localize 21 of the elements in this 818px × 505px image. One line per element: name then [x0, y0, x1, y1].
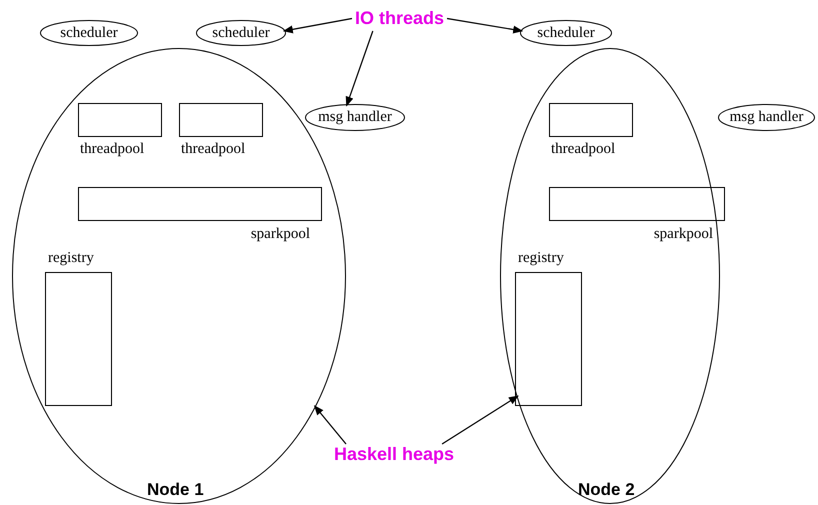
thread-label: msg handler: [318, 109, 392, 125]
box-label: threadpool: [551, 141, 616, 157]
arrow: [446, 18, 524, 34]
thread-label: scheduler: [537, 25, 595, 41]
annotation-label: Haskell heaps: [334, 444, 454, 464]
arrow: [314, 405, 346, 444]
box-label: registry: [48, 250, 94, 266]
box-label: threadpool: [181, 141, 246, 157]
thread-label: scheduler: [60, 25, 118, 41]
box-label: registry: [518, 250, 564, 266]
arrow: [442, 396, 519, 444]
box-label: sparkpool: [654, 226, 713, 242]
arrow: [282, 18, 352, 34]
node-title: Node 1: [147, 482, 204, 498]
box-label: threadpool: [80, 141, 144, 157]
node-title: Node 2: [578, 482, 635, 498]
annotation-label: IO threads: [355, 8, 444, 28]
thread-label: scheduler: [212, 25, 270, 41]
arrow: [346, 30, 374, 107]
thread-label: msg handler: [730, 109, 804, 125]
box-label: sparkpool: [250, 226, 310, 242]
